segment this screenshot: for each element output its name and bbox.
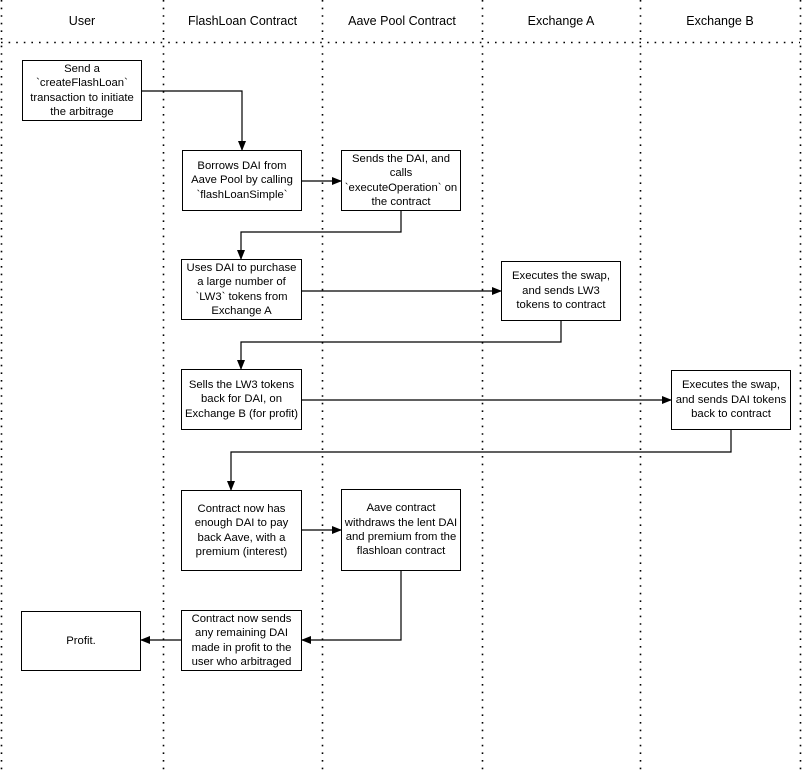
node-sends-dai-executeoperation[interactable]: Sends the DAI, and calls `executeOperati…	[341, 150, 461, 211]
node-label-enough-dai-to-repay: Contract now has enough DAI to pay back …	[194, 502, 289, 558]
node-label-exchange-a-swap: Executes the swap, and sends LW3 tokens …	[512, 270, 610, 312]
node-label-uses-dai-purchase-lw3: Uses DAI to purchase a large number of `…	[186, 261, 297, 317]
node-label-profit: Profit.	[66, 634, 96, 647]
node-label-sells-lw3-exchange-b: Sells the LW3 tokens back for DAI, on Ex…	[184, 378, 299, 420]
lane-header-aave-pool-contract: Aave Pool Contract	[348, 14, 456, 28]
connector-e7-exchange-b-swap-to-enough-dai-to-repay	[227, 430, 732, 491]
node-sells-lw3-exchange-b[interactable]: Sells the LW3 tokens back for DAI, on Ex…	[181, 369, 302, 430]
node-aave-withdraws[interactable]: Aave contract withdraws the lent DAI and…	[341, 489, 461, 571]
node-borrows-dai[interactable]: Borrows DAI from Aave Pool by calling `f…	[182, 150, 302, 211]
node-label-borrows-dai: Borrows DAI from Aave Pool by calling `f…	[191, 159, 293, 201]
connector-e9-aave-withdraws-to-sends-remaining-dai	[301, 571, 402, 644]
node-label-sends-dai-executeoperation: Sends the DAI, and calls `executeOperati…	[344, 152, 458, 208]
connector-e1-send-createflashloan-to-borrows-dai	[142, 90, 246, 151]
node-exchange-a-swap[interactable]: Executes the swap, and sends LW3 tokens …	[501, 261, 621, 321]
node-exchange-b-swap[interactable]: Executes the swap, and sends DAI tokens …	[671, 370, 791, 430]
flow-connectors	[140, 90, 732, 644]
node-label-aave-withdraws: Aave contract withdraws the lent DAI and…	[344, 502, 458, 558]
connector-e5-exchange-a-swap-to-sells-lw3-exchange-b	[237, 321, 562, 370]
lane-header-exchange-a: Exchange A	[527, 14, 595, 28]
node-uses-dai-purchase-lw3[interactable]: Uses DAI to purchase a large number of `…	[181, 259, 302, 320]
node-label-sends-remaining-dai: Contract now sends any remaining DAI mad…	[191, 612, 292, 668]
lane-header-flashloan-contract: FlashLoan Contract	[187, 14, 298, 28]
node-send-createflashloan[interactable]: Send a `createFlashLoan` transaction to …	[22, 60, 142, 121]
node-enough-dai-to-repay[interactable]: Contract now has enough DAI to pay back …	[181, 490, 302, 571]
lane-header-user: User	[68, 14, 96, 28]
node-sends-remaining-dai[interactable]: Contract now sends any remaining DAI mad…	[181, 610, 302, 671]
lane-header-exchange-b: Exchange B	[686, 14, 754, 28]
node-profit[interactable]: Profit.	[21, 611, 141, 671]
connector-e3-sends-dai-executeoperation-to-uses-dai-purchase-lw3	[237, 211, 402, 260]
node-label-exchange-b-swap: Executes the swap, and sends DAI tokens …	[675, 379, 787, 421]
node-label-send-createflashloan: Send a `createFlashLoan` transaction to …	[30, 62, 134, 118]
